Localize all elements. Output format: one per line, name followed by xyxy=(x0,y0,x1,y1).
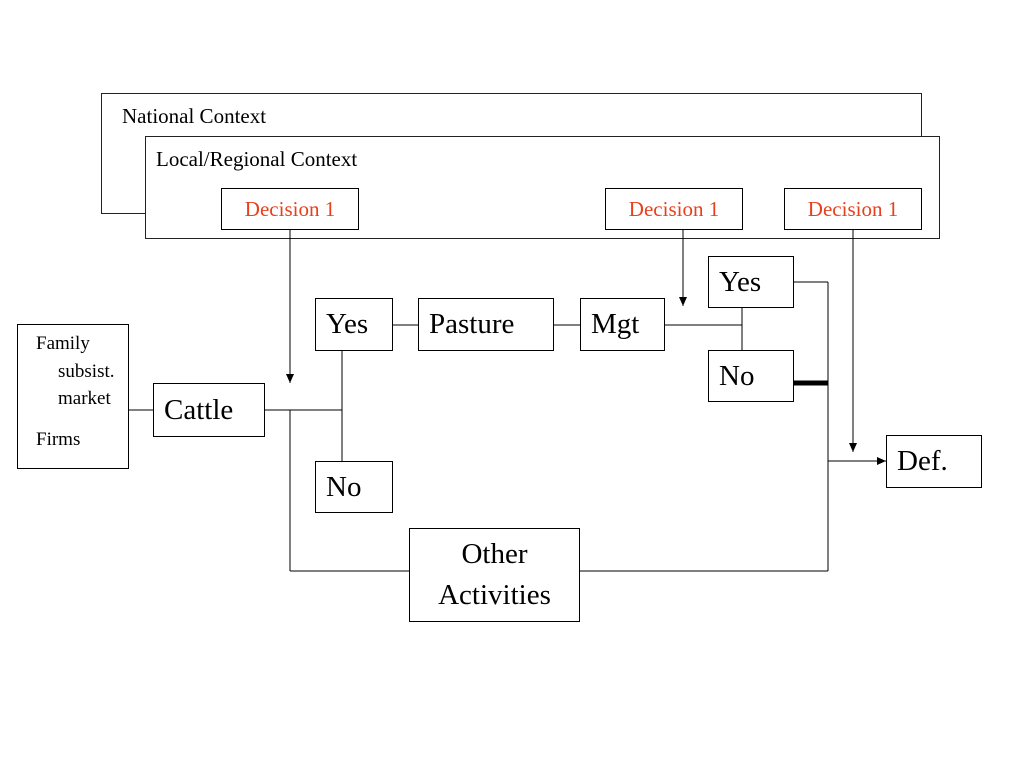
national-context-label: National Context xyxy=(122,104,267,128)
cattle-label: Cattle xyxy=(164,393,234,426)
decision-box-def: Decision 1 xyxy=(784,188,922,230)
no-mgt-node: No xyxy=(708,350,794,402)
no-cattle-label: No xyxy=(326,470,362,503)
yes-cattle-node: Yes xyxy=(315,298,393,351)
decision-box-mgt: Decision 1 xyxy=(605,188,743,230)
mgt-node: Mgt xyxy=(580,298,665,351)
pasture-node: Pasture xyxy=(418,298,554,351)
yes-cattle-label: Yes xyxy=(326,308,369,340)
pasture-label: Pasture xyxy=(429,308,515,340)
def-node: Def. xyxy=(886,435,982,488)
other-activities-node: Other Activities xyxy=(409,528,580,622)
local-context-label: Local/Regional Context xyxy=(156,147,358,171)
other-activities-label-line1: Other xyxy=(461,538,528,570)
cattle-node: Cattle xyxy=(153,383,265,437)
mgt-label: Mgt xyxy=(591,308,640,340)
actor-market: market xyxy=(58,388,111,409)
actors-box: Family subsist. market Firms xyxy=(17,324,129,469)
decision-box-cattle: Decision 1 xyxy=(221,188,359,230)
def-label: Def. xyxy=(897,445,948,477)
other-activities-label-line2: Activities xyxy=(438,579,551,611)
yes-mgt-node: Yes xyxy=(708,256,794,308)
no-cattle-node: No xyxy=(315,461,393,513)
actor-family: Family xyxy=(36,333,90,354)
actor-firms: Firms xyxy=(36,429,81,450)
yes-mgt-label: Yes xyxy=(719,265,762,298)
no-mgt-label: No xyxy=(719,359,755,392)
actor-subsist: subsist. xyxy=(58,361,115,382)
